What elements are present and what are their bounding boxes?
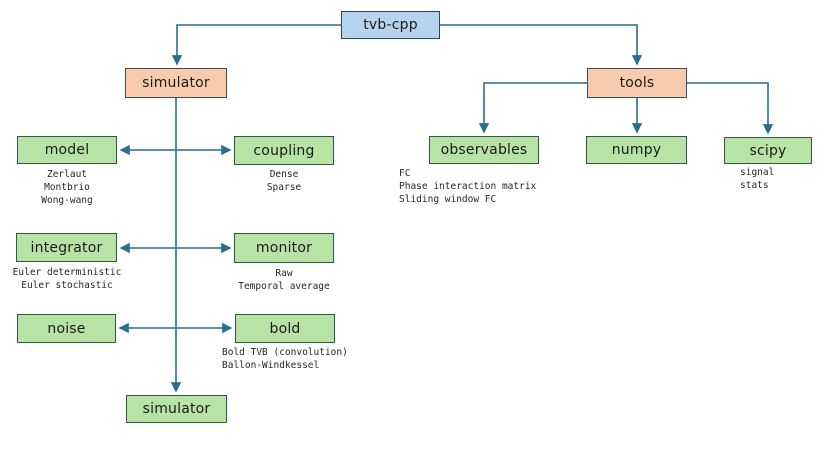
node-model: model — [17, 136, 117, 164]
node-simulator-top: simulator — [125, 68, 227, 98]
bold-sublist: Bold TVB (convolution) Ballon-Windkessel — [222, 346, 348, 372]
monitor-sublist: Raw Temporal average — [224, 267, 344, 293]
node-monitor: monitor — [234, 233, 334, 263]
integrator-item: Euler deterministic — [12, 267, 122, 278]
node-coupling-label: coupling — [253, 142, 315, 159]
node-monitor-label: monitor — [255, 240, 313, 256]
integrator-item: Euler stochastic — [21, 280, 113, 291]
coupling-item: Dense — [269, 169, 299, 180]
node-coupling: coupling — [234, 136, 334, 165]
node-noise-label: noise — [47, 320, 86, 337]
monitor-item: Raw — [275, 268, 293, 279]
node-numpy: numpy — [586, 136, 687, 164]
node-simulator-bottom: simulator — [126, 395, 227, 423]
observables-item: Sliding window FC — [399, 194, 497, 205]
connector-tools-to-observables — [478, 82, 587, 134]
scipy-item: stats — [740, 180, 769, 191]
bold-item: Ballon-Windkessel — [222, 360, 320, 371]
node-numpy-label: numpy — [611, 142, 662, 158]
node-tools: tools — [587, 68, 687, 98]
node-noise: noise — [17, 314, 116, 343]
model-sublist: Zerlaut Montbrio Wong-wang — [7, 168, 127, 207]
node-observables-label: observables — [440, 142, 528, 158]
node-bold-label: bold — [269, 320, 301, 337]
integrator-sublist: Euler deterministic Euler stochastic — [0, 266, 134, 292]
node-tvb-cpp: tvb-cpp — [341, 11, 440, 39]
model-item: Zerlaut — [46, 169, 88, 180]
node-model-label: model — [44, 142, 90, 158]
node-scipy-label: scipy — [749, 142, 787, 159]
scipy-sublist: signal stats — [740, 166, 774, 192]
coupling-item: Sparse — [266, 182, 302, 193]
node-integrator-label: integrator — [30, 239, 103, 256]
coupling-sublist: Dense Sparse — [224, 168, 344, 194]
node-observables: observables — [429, 136, 539, 164]
observables-sublist: FC Phase interaction matrix Sliding wind… — [399, 167, 536, 206]
monitor-item: Temporal average — [238, 281, 330, 292]
node-tvb-cpp-label: tvb-cpp — [363, 17, 418, 33]
connector-root-to-tools — [440, 24, 643, 66]
node-scipy: scipy — [724, 137, 812, 164]
observables-item: FC — [399, 168, 411, 179]
model-item: Montbrio — [44, 182, 90, 193]
scipy-item: signal — [740, 167, 775, 178]
node-bold: bold — [235, 314, 335, 343]
model-item: Wong-wang — [41, 195, 93, 206]
bold-item: Bold TVB (convolution) — [222, 347, 348, 358]
observables-item: Phase interaction matrix — [399, 181, 537, 192]
node-simulator-bottom-label: simulator — [142, 401, 211, 417]
node-integrator: integrator — [16, 233, 117, 262]
node-simulator-top-label: simulator — [142, 75, 210, 91]
node-tools-label: tools — [619, 75, 655, 91]
connector-tools-to-scipy — [687, 82, 774, 135]
connector-root-to-simulator — [171, 24, 341, 66]
